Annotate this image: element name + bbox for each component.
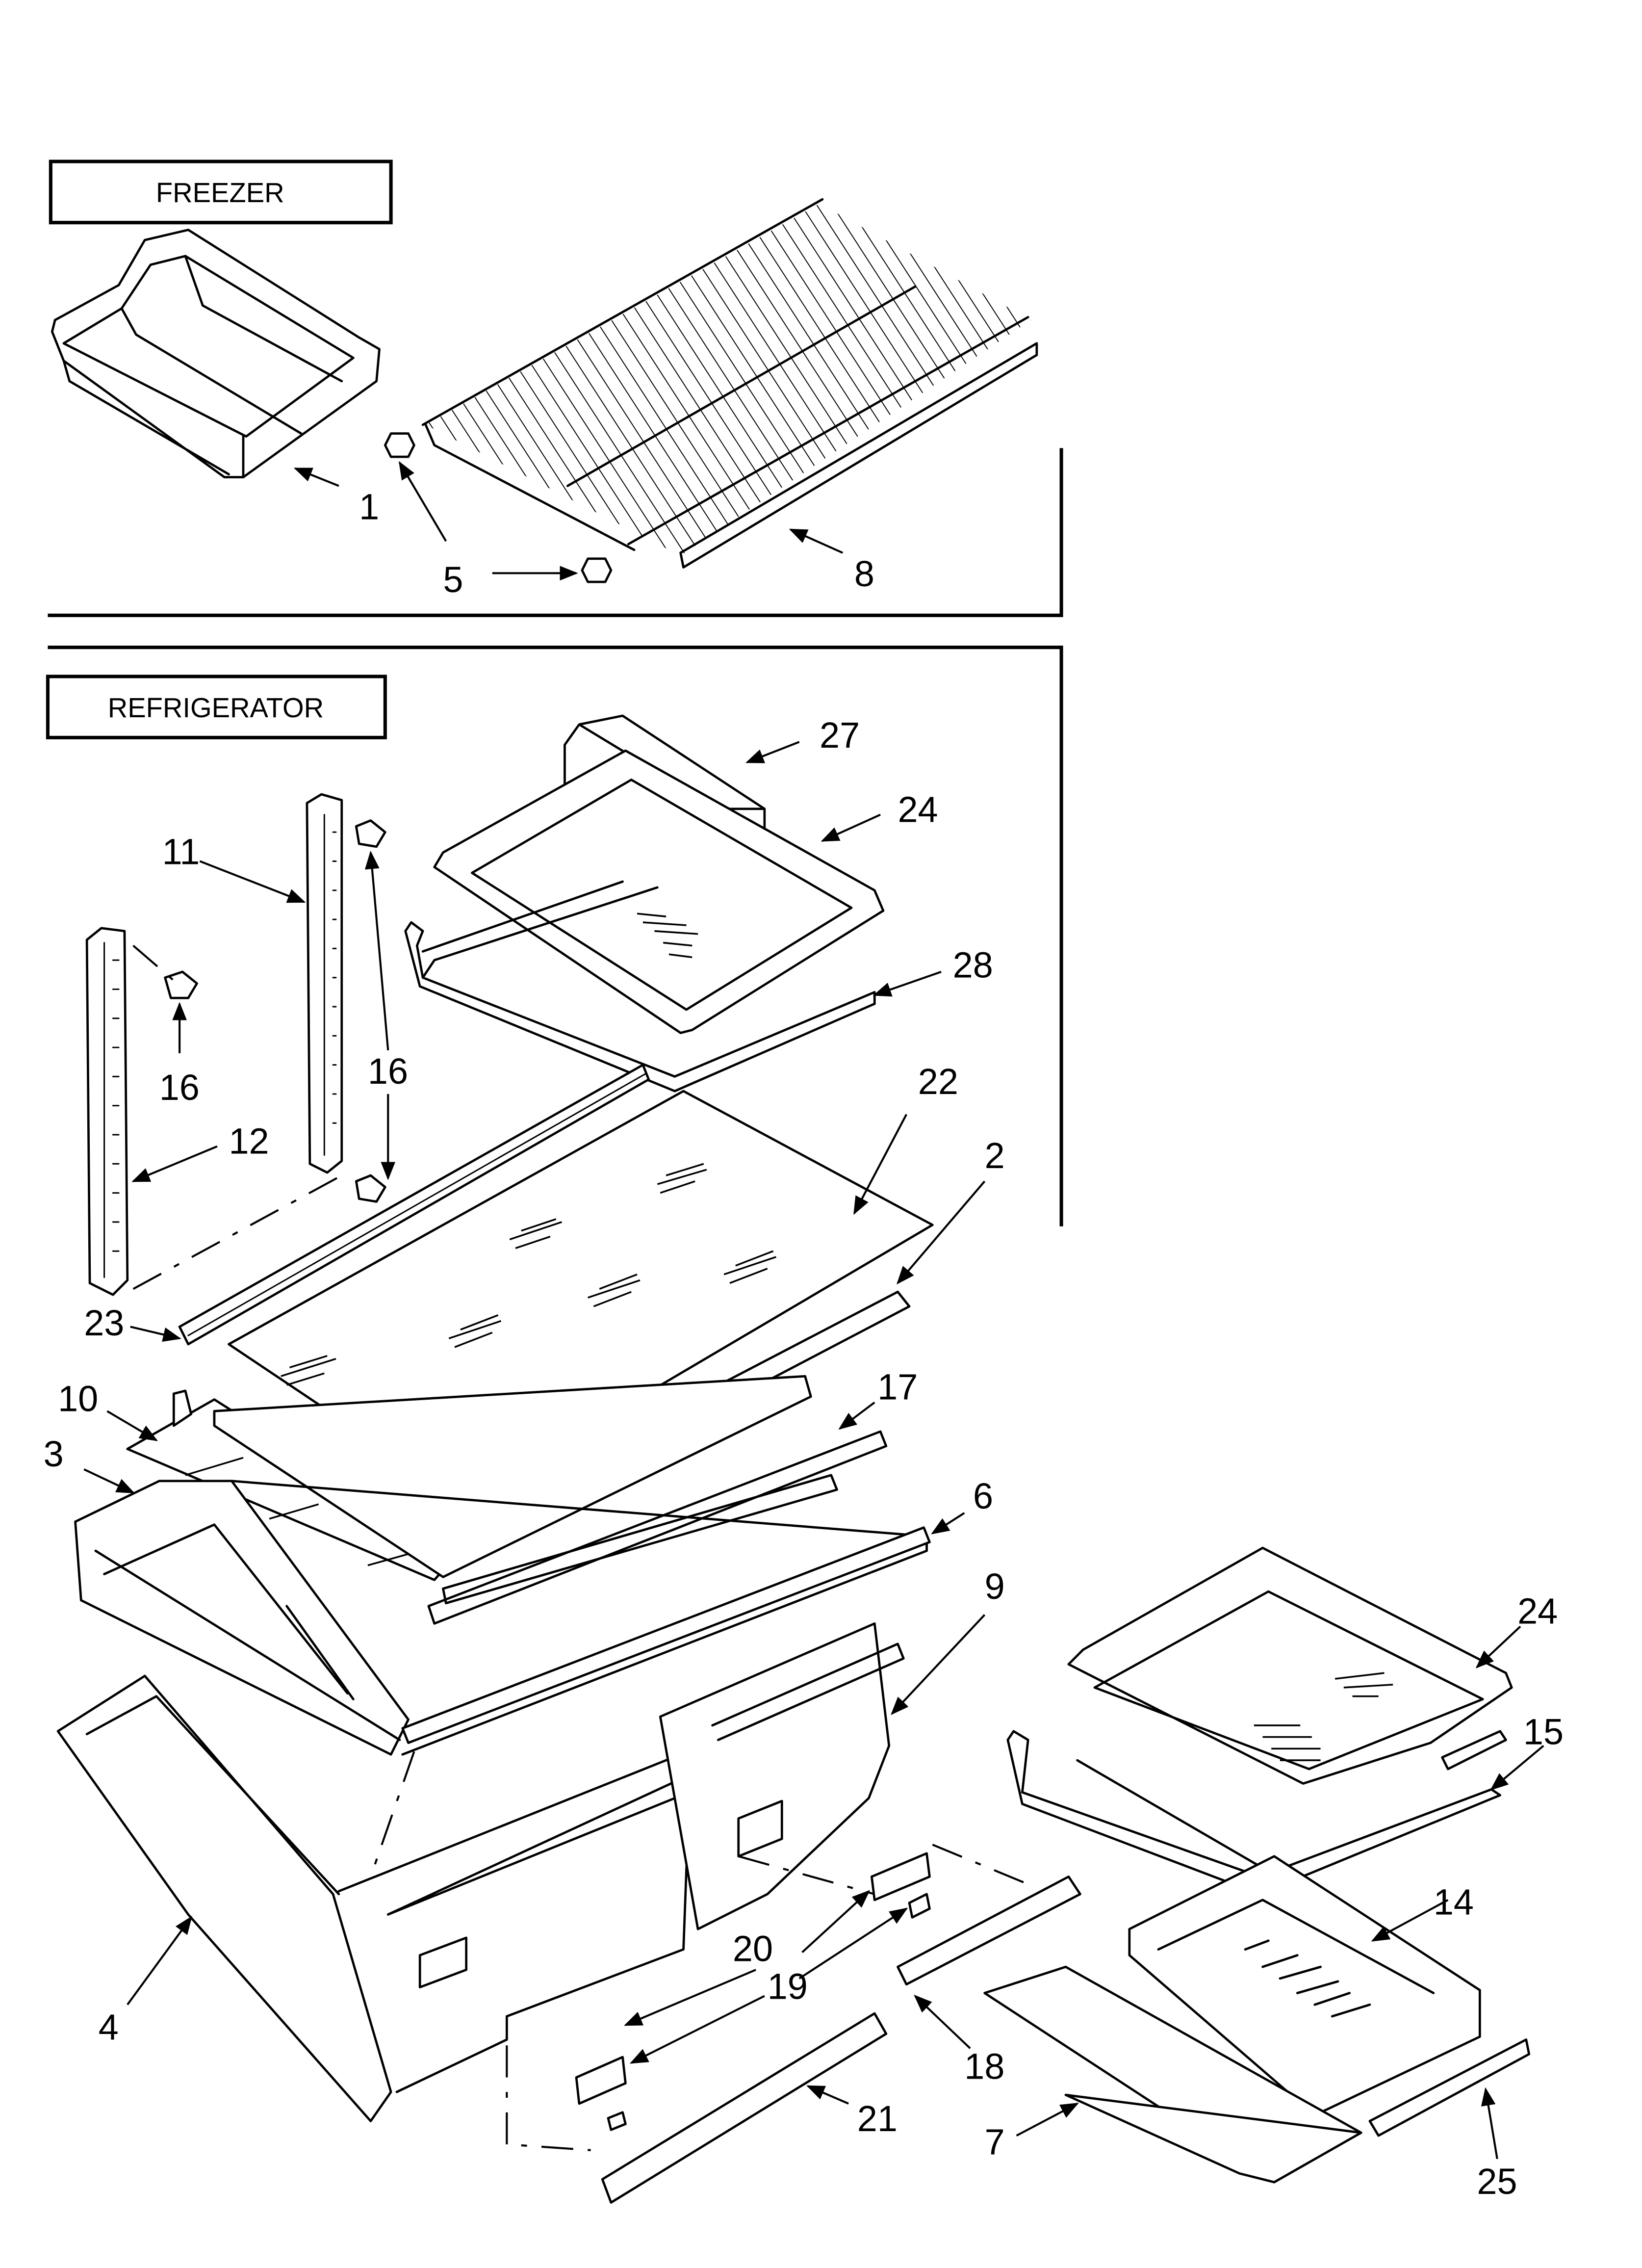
callout-4: 4 [99,2007,119,2047]
drawer-slide-parts [575,1852,931,2131]
cover-rail-6-part [401,1526,931,1744]
callout-24-upper: 24 [898,789,938,830]
callout-25: 25 [1477,2161,1517,2202]
callout-14: 14 [1434,1881,1474,1922]
shelf-rail-15-part [1441,1730,1507,1771]
lower-glass-shelf-24-part [1067,1546,1513,1785]
crisper-pan-9-part [659,1622,905,1930]
freezer-label: FREEZER [156,177,284,208]
callout-leaders [83,461,1544,2159]
upper-shelf-frame-part [404,880,876,1093]
shelf-track-right-part [306,793,343,1174]
callout-3: 3 [44,1434,64,1474]
callout-8: 8 [854,553,874,594]
callout-21: 21 [857,2098,898,2139]
meat-pan-vents [1244,1939,1371,2018]
callout-7: 7 [985,2122,1005,2163]
callout-2: 2 [985,1135,1005,1176]
callout-15: 15 [1523,1711,1564,1752]
callout-23: 23 [84,1303,124,1343]
callout-10: 10 [58,1378,98,1419]
callout-22: 22 [918,1061,958,1102]
meat-pan-slide-7-part [983,1965,1362,2184]
callout-19: 19 [768,1966,808,2007]
callout-20: 20 [733,1928,773,1969]
callout-1: 1 [359,486,379,527]
freezer-bin-part [51,229,381,479]
refrigerator-label: REFRIGERATOR [108,692,324,723]
front-trim-25-part [1368,2038,1531,2137]
shelf-track-left-part [85,927,129,1296]
callout-18: 18 [964,2046,1004,2086]
callout-9: 9 [985,1566,1005,1607]
upper-glass-shelf-part [433,749,885,1034]
freezer-wire-shelf-part [421,198,1038,569]
callout-16-right: 16 [368,1051,408,1092]
screw-parts [132,819,386,1203]
callout-12: 12 [229,1121,269,1161]
callout-28: 28 [953,945,993,986]
upper-trim-rail-part [178,1064,650,1346]
callout-27: 27 [820,715,860,756]
crisper-dashed-guides [132,1174,1031,2151]
drawer-front-trims [601,1875,1081,2204]
shelf-stud-part [384,432,613,583]
callout-16-left: 16 [159,1067,200,1108]
callout-11: 11 [162,831,200,872]
shelf-support-17-part [213,1375,888,1625]
callout-24-lower: 24 [1517,1590,1558,1631]
callout-6: 6 [973,1476,993,1516]
callout-5: 5 [443,559,463,600]
callout-17: 17 [877,1367,918,1408]
glass-shelf-10-part [126,1389,459,1581]
refrigerator-section-frame: REFRIGERATOR [46,646,1063,1226]
track-slots [112,959,120,1252]
crisper-pan-4-part [56,1674,691,2122]
freezer-section-frame: FREEZER [48,159,1063,617]
meat-pan-cover-frame-part [1006,1730,1502,1896]
callout-labels: 1 5 8 27 24 28 11 16 16 12 22 2 23 10 3 … [44,486,1564,2201]
meat-pan-14-part [1128,1855,1481,2117]
